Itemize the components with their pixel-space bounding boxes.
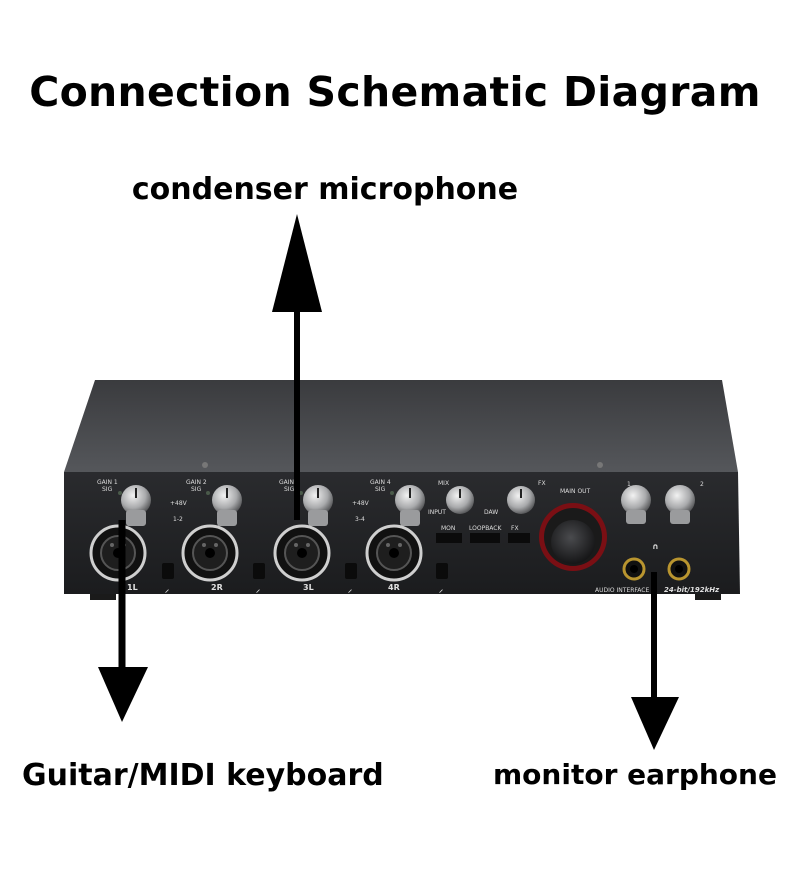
arrow-up-to-microphone [272, 214, 322, 520]
mix-label: MIX [438, 480, 449, 487]
arrow-down-to-earphone [631, 572, 679, 750]
sig-led-icon [390, 491, 394, 495]
combo-jack-4 [365, 524, 423, 582]
spec-label: 24-bit/192kHz [664, 586, 720, 594]
gain-knob-1 [121, 485, 151, 526]
mic-icon: ⸝ [439, 585, 443, 594]
monitor-earphone-label: monitor earphone [493, 758, 777, 791]
phones-2-knob [665, 485, 695, 524]
fx-switch-label: FX [511, 525, 519, 532]
guitar-icon: ⸝ [165, 585, 169, 594]
phantom-2-label: +48V [352, 500, 370, 507]
right-foot [695, 594, 721, 600]
chassis-top [64, 380, 738, 472]
mon-label: MON [441, 525, 455, 532]
sig-4-label: SIG [375, 486, 386, 493]
phantom-2-ch-label: 3-4 [355, 516, 365, 523]
phones-1-knob [621, 485, 651, 524]
screw-icon [202, 462, 208, 468]
left-foot [90, 594, 116, 600]
inst-switch-3 [345, 563, 357, 579]
gain-3-label: GAIN 3 [279, 479, 300, 486]
condenser-microphone-label: condenser microphone [131, 172, 519, 207]
sig-led-icon [118, 491, 122, 495]
input-label: INPUT [428, 509, 446, 516]
gain-1-label: GAIN 1 [97, 479, 118, 486]
fx-knob [507, 486, 535, 514]
diagram-title: Connection Schematic Diagram [29, 68, 761, 116]
phantom-1-ch-label: 1-2 [173, 516, 183, 523]
gain-knob-2 [212, 485, 242, 526]
guitar-midi-keyboard-label: Guitar/MIDI keyboard [22, 758, 384, 793]
input-1-label: 1L [127, 583, 138, 592]
phantom-1-label: +48V [170, 500, 188, 507]
loopback-label: LOOPBACK [469, 525, 502, 532]
combo-jack-3 [273, 524, 331, 582]
inst-switch-4 [436, 563, 448, 579]
gain-knob-4 [395, 485, 425, 526]
gain-knob-3 [303, 485, 333, 526]
sig-2-label: SIG [191, 486, 202, 493]
gain-2-label: GAIN 2 [186, 479, 207, 486]
input-2-label: 2R [211, 583, 223, 592]
mix-knob [446, 486, 474, 514]
sig-led-icon [206, 491, 210, 495]
input-3-label: 3L [303, 583, 314, 592]
inst-switch-1 [162, 563, 174, 579]
main-out-knob [551, 520, 595, 564]
sig-1-label: SIG [102, 486, 113, 493]
loopback-button [470, 533, 500, 543]
audio-interface-label: AUDIO INTERFACE [595, 587, 649, 594]
daw-label: DAW [484, 509, 498, 516]
input-4-label: 4R [388, 583, 400, 592]
phones-1-label: 1 [627, 481, 631, 488]
mic-icon: ⸝ [256, 585, 260, 594]
gain-4-label: GAIN 4 [370, 479, 391, 486]
screw-icon [597, 462, 603, 468]
main-out-label: MAIN OUT [560, 488, 591, 495]
fx-label: FX [538, 480, 546, 487]
fx-button [508, 533, 530, 543]
mon-button [436, 533, 462, 543]
combo-jack-2 [181, 524, 239, 582]
headphone-icon: ∩ [652, 542, 659, 551]
sig-3-label: SIG [284, 486, 295, 493]
phones-2-label: 2 [700, 481, 704, 488]
guitar-icon: ⸝ [348, 585, 352, 594]
inst-switch-2 [253, 563, 265, 579]
combo-jack-1 [89, 524, 147, 582]
arrow-down-to-guitar [98, 520, 148, 722]
